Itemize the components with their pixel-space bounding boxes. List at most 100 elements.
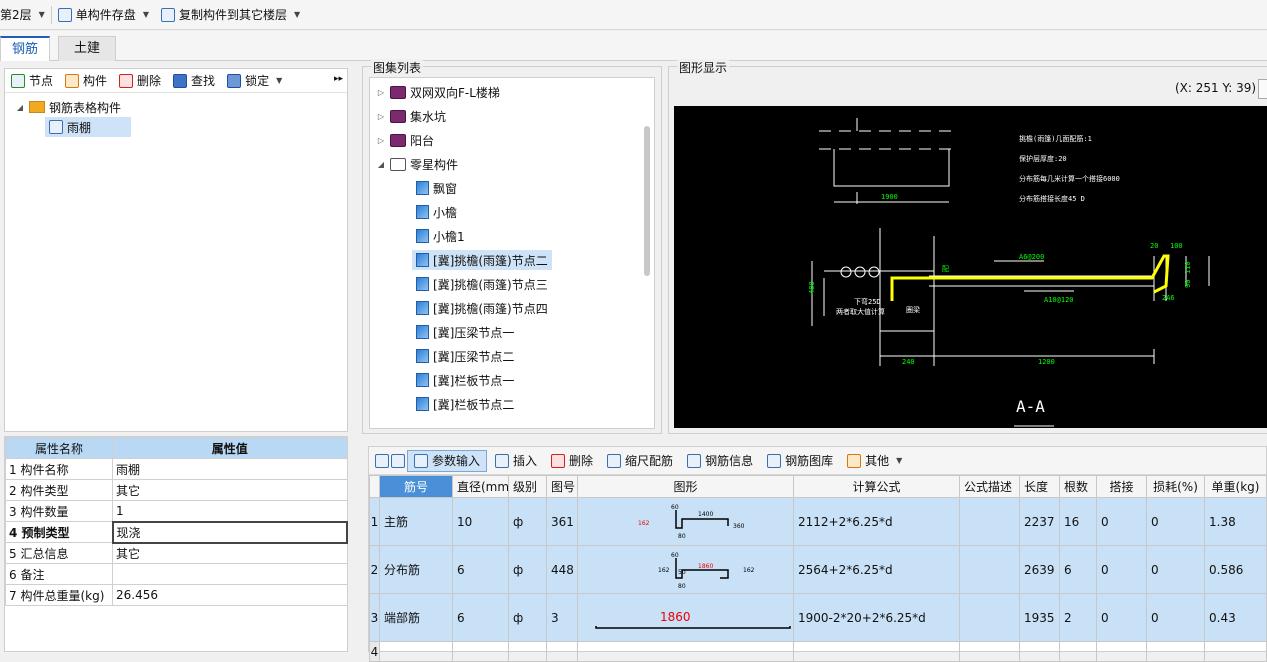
prop-row[interactable]: 4 预制类型现浇 — [5, 520, 348, 544]
atlas-item[interactable]: [冀]挑檐(雨篷)节点三 — [416, 274, 548, 294]
cad-drawing[interactable]: 1900 480 240 1200 20 100 110 90 A6@200 A… — [674, 106, 1267, 428]
prop-header-name: 属性名称 — [5, 437, 113, 459]
scale-rebar-button[interactable]: 缩尺配筋 — [601, 449, 679, 473]
rebar-library-button[interactable]: 钢筋图库 — [761, 449, 839, 473]
prop-row[interactable]: 7 构件总重量(kg)26.456 — [5, 584, 348, 606]
col-header[interactable]: 图形 — [577, 475, 794, 498]
param-input-button[interactable]: 参数输入 — [407, 449, 488, 472]
copy-icon — [160, 7, 175, 22]
atlas-item[interactable]: [冀]压梁节点一 — [416, 322, 514, 342]
copy-to-floor-button[interactable]: 复制构件到其它楼层▼ — [155, 3, 306, 27]
col-header[interactable]: 搭接 — [1096, 475, 1147, 498]
other-menu-button[interactable]: 其他▼ — [841, 449, 908, 473]
atlas-tree: ▷双网双向F-L楼梯 ▷集水坑 ▷阳台 ◢零星构件 飘窗 小檐 小檐1 [冀]挑… — [369, 77, 655, 429]
page-icon — [416, 325, 429, 339]
tree-node-canopy[interactable]: 雨棚 — [45, 117, 131, 137]
insert-button[interactable]: 插入 — [489, 449, 543, 473]
tree-node-root[interactable]: ◢钢筋表格构件 — [16, 100, 122, 115]
atlas-scrollbar[interactable] — [644, 126, 650, 276]
atlas-item[interactable]: 小檐 — [416, 202, 457, 222]
col-header[interactable]: 公式描述 — [959, 475, 1020, 498]
svg-text:1200: 1200 — [1038, 358, 1055, 366]
atlas-item[interactable]: [冀]挑檐(雨篷)节点四 — [416, 298, 548, 318]
delete-button[interactable]: 删除 — [113, 69, 167, 93]
prop-row[interactable]: 1 构件名称雨棚 — [5, 458, 348, 480]
svg-text:110: 110 — [1184, 261, 1192, 274]
cad-background — [674, 106, 1267, 428]
info-icon — [687, 453, 702, 468]
add-component-icon — [65, 73, 80, 88]
rebar-info-button[interactable]: 钢筋信息 — [681, 449, 759, 473]
lock-button[interactable]: 锁定▼ — [221, 69, 288, 93]
atlas-item-selected[interactable]: [冀]挑檐(雨篷)节点二 — [412, 250, 552, 270]
expand-icon[interactable]: ▷ — [377, 87, 385, 97]
col-header[interactable]: 根数 — [1059, 475, 1097, 498]
node-button[interactable]: 节点 — [5, 69, 59, 93]
atlas-item[interactable]: [冀]栏板节点二 — [416, 394, 514, 414]
svg-text:80: 80 — [678, 583, 686, 590]
save-icon — [57, 7, 72, 22]
tab-bar: 钢筋 土建 — [0, 31, 1267, 61]
table-row[interactable]: 2 分布筋 6 ф 448 60 162 50 1860 162 80 2564… — [369, 545, 1267, 594]
col-header[interactable]: 图号 — [546, 475, 578, 498]
rebar-shape-cell[interactable]: 1860 — [577, 593, 794, 642]
prop-row[interactable]: 5 汇总信息其它 — [5, 542, 348, 564]
prefab-type-input[interactable]: 现浇 — [111, 520, 348, 544]
atlas-item[interactable]: 小檐1 — [416, 226, 465, 246]
atlas-item[interactable]: ▷双网双向F-L楼梯 — [377, 85, 500, 100]
rebar-shape-cell[interactable]: 60 162 1400 360 80 — [577, 497, 794, 546]
move-down-icon[interactable] — [391, 453, 405, 468]
svg-text:100: 100 — [1170, 242, 1183, 250]
atlas-item[interactable]: [冀]栏板节点一 — [416, 370, 514, 390]
zoom-button[interactable] — [1258, 79, 1267, 99]
collapse-icon[interactable]: ◢ — [377, 159, 385, 169]
chevron-down-icon: ▼ — [142, 10, 149, 19]
expand-icon[interactable]: ▷ — [377, 135, 385, 145]
grid-delete-button[interactable]: 删除 — [545, 449, 599, 473]
col-header[interactable]: 直径(mm) — [452, 475, 509, 498]
tab-rebar[interactable]: 钢筋 — [0, 36, 50, 61]
expand-icon[interactable]: ▷ — [377, 111, 385, 121]
rebar-table: 筋号 直径(mm) 级别 图号 图形 计算公式 公式描述 长度 根数 搭接 损耗… — [369, 475, 1267, 662]
atlas-item[interactable]: ◢零星构件 — [377, 157, 459, 172]
atlas-item[interactable]: ▷集水坑 — [377, 109, 447, 124]
col-header[interactable]: 筋号 — [379, 475, 453, 498]
atlas-item[interactable]: 飘窗 — [416, 178, 457, 198]
atlas-item[interactable]: [冀]压梁节点二 — [416, 346, 514, 366]
svg-text:配: 配 — [942, 265, 949, 273]
prop-row[interactable]: 6 备注 — [5, 563, 348, 585]
rebar-shape-cell[interactable]: 60 162 50 1860 162 80 — [577, 545, 794, 594]
svg-text:1400: 1400 — [698, 511, 713, 518]
expand-toolbar-icon[interactable]: ▸▸ — [333, 74, 343, 84]
svg-text:90: 90 — [1184, 280, 1192, 288]
svg-text:162: 162 — [638, 520, 650, 527]
floor-select[interactable]: 第2层▼ — [0, 8, 45, 22]
col-header[interactable]: 长度 — [1019, 475, 1060, 498]
find-button[interactable]: 查找 — [167, 69, 221, 93]
tab-civil[interactable]: 土建 — [58, 36, 116, 61]
component-button[interactable]: 构件 — [59, 69, 113, 93]
save-component-button[interactable]: 单构件存盘▼ — [52, 3, 155, 27]
atlas-title: 图集列表 — [371, 59, 424, 76]
svg-text:挑檐(雨篷)几面配筋:1: 挑檐(雨篷)几面配筋:1 — [1019, 134, 1092, 143]
move-up-icon[interactable] — [375, 453, 389, 468]
table-row[interactable]: 3 端部筋 6 ф 3 1860 1900-2*20+2*6.25*d 1935… — [369, 593, 1267, 642]
page-icon — [416, 397, 429, 411]
rebar-shape: 1860 — [595, 610, 791, 629]
page-icon — [416, 349, 429, 363]
col-header[interactable]: 计算公式 — [793, 475, 960, 498]
svg-text:圈梁: 圈梁 — [906, 305, 920, 314]
col-header[interactable]: 级别 — [508, 475, 547, 498]
component-tree-panel: 节点 构件 删除 查找 锁定▼ ▸▸ ◢钢筋表格构件 雨棚 — [4, 68, 348, 432]
prop-row[interactable]: 2 构件类型其它 — [5, 479, 348, 501]
atlas-item[interactable]: ▷阳台 — [377, 133, 435, 148]
col-header[interactable]: 损耗(%) — [1146, 475, 1205, 498]
prop-header-value: 属性值 — [112, 437, 348, 459]
collapse-icon[interactable]: ◢ — [16, 102, 24, 112]
table-row[interactable]: 1 主筋 10 ф 361 60 162 1400 360 80 2112+2*… — [369, 497, 1267, 546]
col-header[interactable]: 单重(kg) — [1204, 475, 1267, 498]
section-label: A-A — [1016, 397, 1045, 416]
page-icon — [416, 253, 429, 267]
